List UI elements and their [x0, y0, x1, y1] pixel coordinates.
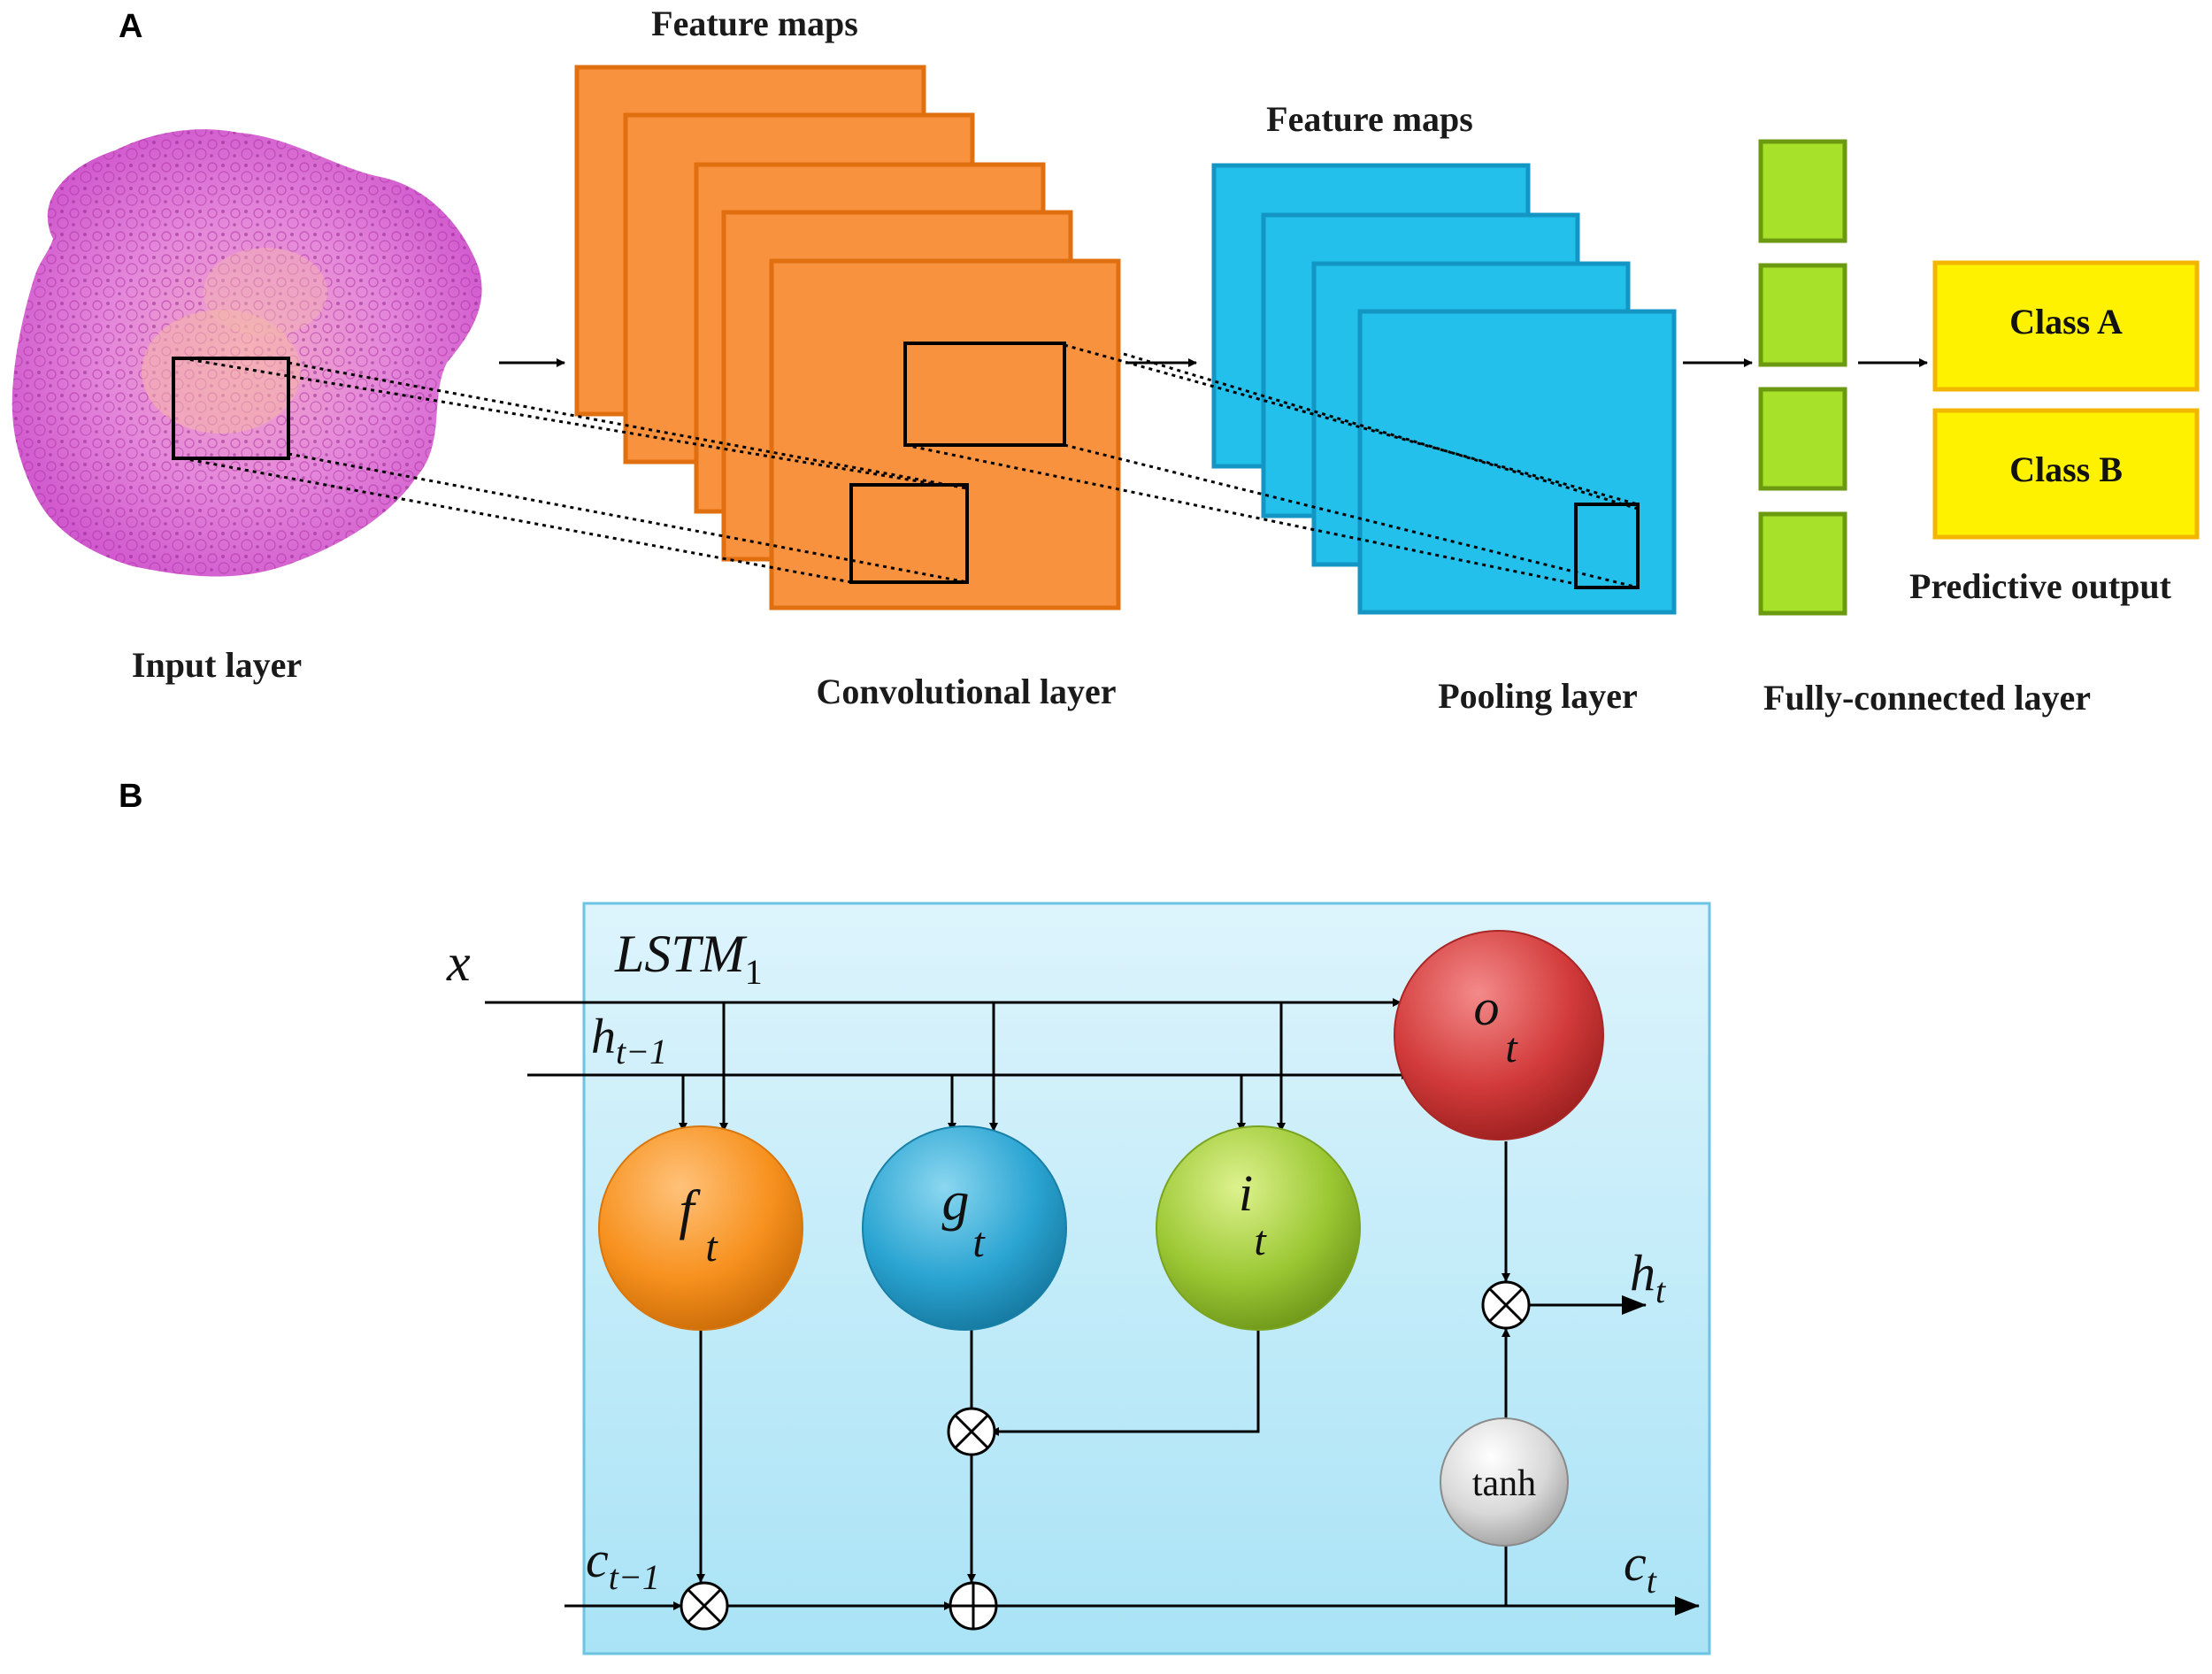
convolutional-layer-label: Convolutional layer [817, 672, 1117, 711]
fc-unit-3 [1758, 387, 1847, 491]
feature-maps-label-2: Feature maps [1266, 99, 1473, 139]
conv-feature-maps [574, 65, 1121, 610]
pooling-layer-label: Pooling layer [1438, 676, 1638, 716]
output-gate-label: o [1474, 979, 1500, 1036]
input-gate-subscript: t [1254, 1217, 1267, 1264]
pool-output-window [1574, 503, 1640, 589]
class-a-label: Class A [2009, 302, 2123, 342]
candidate-gate-label: g [942, 1171, 970, 1232]
conv-map-5 [769, 258, 1121, 610]
h-prev-label: ht−1 [591, 1010, 667, 1071]
feature-maps-label-1: Feature maps [651, 4, 858, 43]
input-tissue-image [12, 129, 482, 577]
conv-receptive-field [903, 342, 1066, 447]
multiply-output-icon [1481, 1280, 1531, 1330]
pool-projection-lines [904, 343, 1639, 589]
class-b-box [1932, 408, 2200, 540]
fc-unit-1 [1758, 139, 1847, 243]
input-gate [1156, 1125, 1361, 1331]
forget-gate [598, 1125, 803, 1331]
forget-gate-subscript: t [705, 1224, 718, 1271]
pool-map-4 [1357, 309, 1677, 615]
conv-projection-lines [181, 357, 968, 584]
add-cell-icon [949, 1581, 998, 1631]
fc-unit-4 [1758, 511, 1847, 616]
pointwise-operators [680, 1280, 1531, 1631]
class-a-box [1932, 260, 2200, 392]
c-out-label: ct [1624, 1534, 1657, 1601]
h-out-label: ht [1630, 1244, 1666, 1310]
multiply-gi-icon [947, 1407, 996, 1456]
lstm-connections [485, 998, 1700, 1616]
pooling-feature-maps [1211, 163, 1677, 615]
conv-output-window [849, 483, 969, 584]
output-gate [1394, 930, 1604, 1140]
input-gate-label: i [1239, 1164, 1253, 1222]
tanh-label: tanh [1472, 1463, 1536, 1504]
candidate-gate [862, 1125, 1067, 1331]
lstm-cell-title: LSTM1 [614, 925, 763, 992]
candidate-gate-subscript: t [972, 1219, 986, 1266]
output-gate-subscript: t [1505, 1025, 1518, 1071]
fully-connected-layer-label: Fully-connected layer [1763, 678, 2091, 718]
panel-label-a: A [119, 8, 142, 45]
class-b-label: Class B [2009, 449, 2123, 489]
input-receptive-field [172, 357, 290, 460]
input-x-label: x [446, 933, 471, 992]
panel-label-b: B [119, 778, 142, 815]
predictive-output-label: Predictive output [1909, 566, 2172, 606]
tanh-node [1440, 1417, 1569, 1547]
input-layer-label: Input layer [132, 645, 302, 685]
c-prev-label: ct−1 [586, 1531, 660, 1597]
multiply-cell-icon [680, 1581, 729, 1631]
fully-connected-units [1758, 139, 1847, 616]
fc-unit-2 [1758, 263, 1847, 367]
